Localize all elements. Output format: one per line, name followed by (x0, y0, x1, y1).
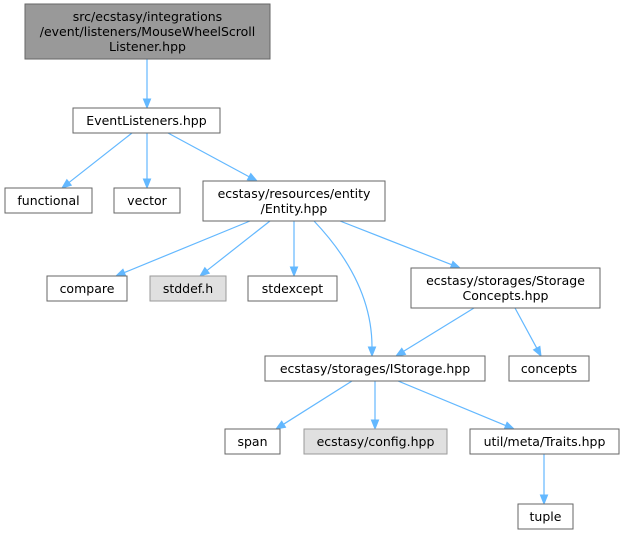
edge-line-entity-to-stddef (206, 220, 271, 271)
edge-root-to-eventlisteners (142, 59, 152, 110)
arrowhead-eventlisteners-to-entity (246, 172, 259, 182)
edge-storageconcepts-to-concepts (514, 307, 542, 358)
edges-layer (60, 59, 549, 506)
edge-line-entity-to-storageconcepts (339, 220, 452, 266)
edge-eventlisteners-to-functional (60, 132, 133, 189)
edge-line-storageconcepts-to-concepts (514, 307, 538, 349)
arrowhead-istorage-to-config (370, 419, 380, 431)
edge-line-entity-to-compare (124, 220, 251, 274)
node-tuple[interactable]: tuple (517, 503, 574, 530)
node-label-tuple-line-1: tuple (530, 509, 562, 524)
edge-traits-to-tuple (539, 454, 549, 506)
node-label-stdexcept-line-1: stdexcept (262, 281, 323, 296)
node-box-concepts (508, 355, 590, 382)
edge-line-entity-to-istorage (313, 220, 373, 348)
edge-line-eventlisteners-to-functional (68, 132, 133, 183)
node-eventlisteners[interactable]: EventListeners.hpp (72, 107, 221, 134)
node-traits[interactable]: util/meta/Traits.hpp (469, 428, 620, 455)
edge-line-istorage-to-traits (397, 380, 506, 427)
node-box-span (224, 428, 281, 455)
node-functional[interactable]: functional (4, 187, 93, 214)
arrowhead-entity-to-stdexcept (289, 266, 299, 278)
arrowhead-root-to-eventlisteners (142, 98, 152, 110)
arrowhead-eventlisteners-to-functional (60, 178, 73, 189)
arrowhead-istorage-to-span (274, 420, 287, 430)
node-label-root-line-2: /event/listeners/MouseWheelScroll (40, 24, 256, 39)
node-label-root-line-3: Listener.hpp (109, 39, 186, 54)
arrowhead-entity-to-storageconcepts (449, 260, 462, 269)
arrowhead-storageconcepts-to-concepts (532, 345, 542, 358)
node-label-storageconcepts-line-1: ecstasy/storages/Storage (426, 273, 585, 288)
node-span[interactable]: span (224, 428, 281, 455)
node-label-eventlisteners-line-1: EventListeners.hpp (86, 113, 206, 128)
edge-entity-to-compare (114, 220, 251, 277)
arrowhead-eventlisteners-to-vector (142, 178, 152, 190)
edge-istorage-to-config (370, 381, 380, 431)
arrowhead-entity-to-istorage (367, 346, 377, 358)
edge-storageconcepts-to-istorage (394, 307, 475, 357)
arrowhead-entity-to-stddef (198, 266, 211, 277)
node-box-functional (4, 187, 93, 214)
node-istorage[interactable]: ecstasy/storages/IStorage.hpp (264, 355, 486, 382)
node-vector[interactable]: vector (113, 187, 181, 214)
node-box-compare (46, 275, 128, 302)
node-entity[interactable]: ecstasy/resources/entity/Entity.hpp (202, 180, 386, 222)
node-label-root-line-1: src/ecstasy/integrations (73, 9, 222, 24)
node-label-entity-line-2: /Entity.hpp (261, 201, 328, 216)
edge-entity-to-istorage (313, 220, 377, 358)
node-label-functional-line-1: functional (17, 193, 79, 208)
node-box-root (24, 3, 271, 60)
node-stdexcept[interactable]: stdexcept (247, 275, 338, 302)
node-box-eventlisteners (72, 107, 221, 134)
arrowhead-traits-to-tuple (539, 494, 549, 506)
node-compare[interactable]: compare (46, 275, 128, 302)
node-label-entity-line-1: ecstasy/resources/entity (218, 186, 371, 201)
arrowhead-istorage-to-traits (503, 421, 516, 430)
edge-line-istorage-to-span (283, 380, 353, 425)
node-label-traits-line-1: util/meta/Traits.hpp (484, 434, 606, 449)
node-stddef: stddef.h (149, 275, 227, 302)
edge-line-storageconcepts-to-istorage (403, 307, 475, 352)
arrowhead-storageconcepts-to-istorage (394, 347, 407, 357)
node-box-config (303, 428, 448, 455)
node-box-traits (469, 428, 620, 455)
nodes-layer: src/ecstasy/integrations/event/listeners… (4, 3, 620, 530)
edge-eventlisteners-to-vector (142, 133, 152, 190)
edge-entity-to-storageconcepts (339, 220, 462, 269)
node-label-storageconcepts-line-2: Concepts.hpp (463, 288, 549, 303)
node-box-istorage (264, 355, 486, 382)
node-box-tuple (517, 503, 574, 530)
node-box-storageconcepts (410, 267, 601, 309)
node-label-vector-line-1: vector (127, 193, 168, 208)
edge-line-eventlisteners-to-entity (167, 132, 250, 178)
node-label-config-line-1: ecstasy/config.hpp (317, 434, 435, 449)
node-config: ecstasy/config.hpp (303, 428, 448, 455)
node-box-entity (202, 180, 386, 222)
node-concepts[interactable]: concepts (508, 355, 590, 382)
edge-istorage-to-span (274, 380, 353, 430)
edge-entity-to-stdexcept (289, 221, 299, 278)
node-root[interactable]: src/ecstasy/integrations/event/listeners… (24, 3, 271, 60)
node-label-stddef-line-1: stddef.h (163, 281, 213, 296)
node-label-compare-line-1: compare (60, 281, 115, 296)
node-box-stdexcept (247, 275, 338, 302)
arrowhead-entity-to-compare (114, 268, 127, 277)
edge-entity-to-stddef (198, 220, 271, 277)
edge-eventlisteners-to-entity (167, 132, 259, 182)
node-label-concepts-line-1: concepts (521, 361, 577, 376)
node-label-istorage-line-1: ecstasy/storages/IStorage.hpp (280, 361, 470, 376)
edge-istorage-to-traits (397, 380, 516, 430)
node-box-vector (113, 187, 181, 214)
node-box-stddef (149, 275, 227, 302)
node-label-span-line-1: span (237, 434, 267, 449)
